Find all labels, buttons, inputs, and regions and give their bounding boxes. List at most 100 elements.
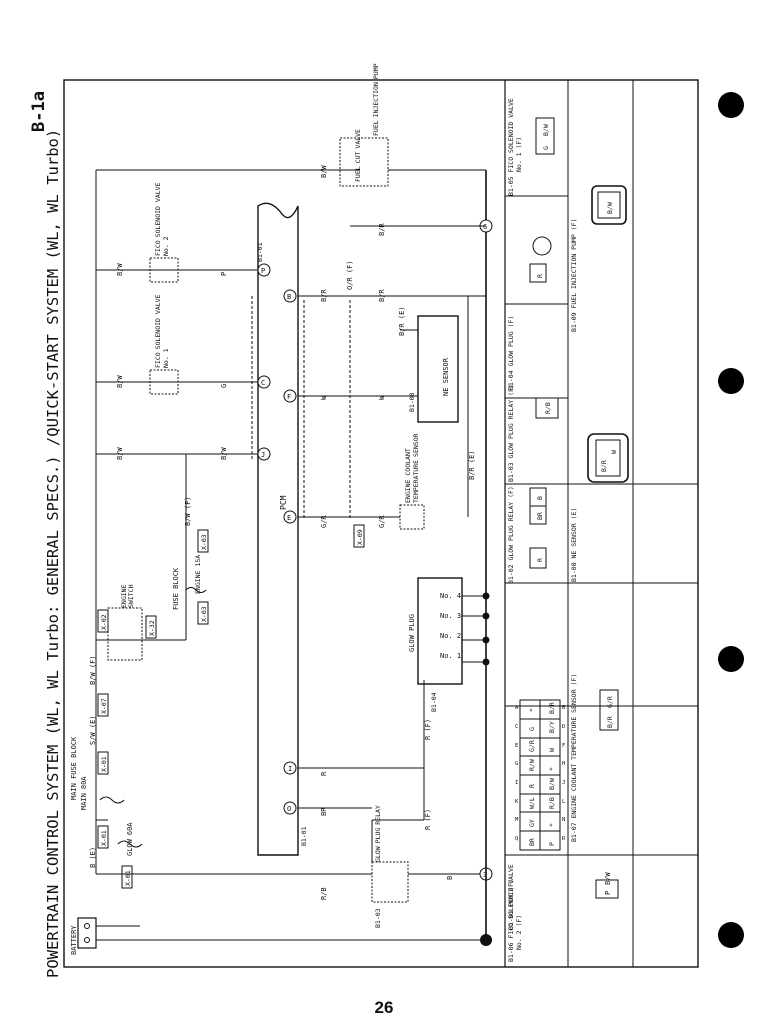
svg-text:B/Y: B/Y <box>548 721 556 733</box>
cv-b1-05-label: B1-05 FICO SOLENOID VALVE <box>507 98 515 196</box>
svg-text:R (F): R (F) <box>424 719 432 740</box>
svg-text:G/R: G/R <box>528 740 536 752</box>
fuse-block-label: FUSE BLOCK <box>172 567 180 610</box>
pcm-connector-row2: P * R/B B/W * W B/Y B/R <box>548 702 556 846</box>
svg-text:F: F <box>287 393 291 401</box>
svg-text:B/W: B/W <box>606 202 614 214</box>
ne-sensor-label: NE SENSOR <box>442 357 450 396</box>
battery-label: BATTERY <box>70 925 78 955</box>
svg-text:R: R <box>562 836 566 842</box>
svg-text:6: 6 <box>483 223 487 231</box>
svg-text:B/W: B/W <box>116 375 124 388</box>
svg-text:No. 3: No. 3 <box>440 612 461 620</box>
engine-switch-label: ENGINE <box>120 584 128 608</box>
svg-text:K: K <box>515 799 519 805</box>
svg-text:B1-03: B1-03 <box>374 908 382 928</box>
connector-x09 <box>353 524 365 548</box>
svg-text:G: G <box>528 727 536 731</box>
svg-text:F: F <box>562 743 565 749</box>
svg-text:B1-01: B1-01 <box>300 826 308 846</box>
fico-no1-solenoid <box>149 369 179 395</box>
svg-text:*: * <box>548 767 556 771</box>
svg-text:No. 2: No. 2 <box>162 236 170 256</box>
svg-text:M: M <box>515 817 519 823</box>
connector-x01-c <box>121 865 133 889</box>
svg-text:No. 2 (F): No. 2 (F) <box>515 915 523 950</box>
glow-plug-block <box>417 577 463 685</box>
svg-text:BR: BR <box>528 838 536 846</box>
svg-text:R: R <box>536 274 544 278</box>
svg-text:B/W: B/W <box>604 872 612 885</box>
svg-text:B/W: B/W <box>320 165 328 178</box>
svg-text:B/R (E): B/R (E) <box>468 450 476 480</box>
svg-text:G/R: G/R <box>320 515 328 528</box>
fico-no2-solenoid <box>149 257 179 283</box>
engine-fuse-label: ENGINE15A <box>194 555 202 594</box>
pcm-terminals: O I E J C F P B <box>257 263 297 815</box>
svg-text:Q: Q <box>515 836 518 842</box>
svg-text:B/W: B/W <box>542 124 550 136</box>
svg-text:B/R: B/R <box>606 716 614 728</box>
cv-b1-04-label: B1-04 GLOW PLUG (F) <box>507 316 515 390</box>
connector-x01-b <box>97 751 109 775</box>
svg-text:No. 4: No. 4 <box>440 592 461 600</box>
svg-text:P: P <box>548 842 556 846</box>
cv-b1-02-label: B1-02 GLOW PLUG RELAY (F) <box>507 486 515 584</box>
glow-plug-label: GLOW PLUG <box>408 614 416 652</box>
svg-text:G/R: G/R <box>378 515 386 528</box>
connector-x07 <box>97 693 109 717</box>
svg-text:No. 1: No. 1 <box>440 652 461 660</box>
connector-x32 <box>145 615 157 639</box>
svg-text:SWITCH: SWITCH <box>127 584 135 608</box>
svg-text:O: O <box>287 805 291 813</box>
pcm-box <box>257 202 299 856</box>
glow-plugs: No. 4 No. 3 No. 2 No. 1 <box>440 592 461 660</box>
svg-text:BR: BR <box>320 807 328 816</box>
svg-text:P: P <box>261 267 265 275</box>
svg-text:B: B <box>446 876 454 880</box>
binder-hole <box>718 92 744 118</box>
cv-b1-03-label: B1-03 GLOW PLUG RELAY (F) <box>507 384 515 482</box>
svg-text:G: G <box>220 384 228 388</box>
engine-switch-box <box>107 607 143 661</box>
frame-outer <box>63 79 699 968</box>
svg-text:R: R <box>536 558 544 562</box>
diagram-title: POWERTRAIN CONTROL SYSTEM (WL, WL Turbo:… <box>44 129 62 978</box>
ne-sensor-connector <box>587 433 629 483</box>
connector-x03-b <box>197 529 209 553</box>
svg-text:B/W (F): B/W (F) <box>184 496 192 526</box>
svg-text:B/R: B/R <box>378 223 386 236</box>
binder-hole <box>718 368 744 394</box>
svg-text:R/B: R/B <box>320 887 328 900</box>
fuel-cut-valve <box>339 137 389 187</box>
svg-text:L: L <box>562 799 566 805</box>
pcm-connector <box>519 699 561 851</box>
svg-text:B: B <box>287 293 291 301</box>
svg-text:B/W: B/W <box>220 447 228 460</box>
fico-no1-label: FICOSOLENOID VALVE <box>154 294 162 368</box>
svg-text:B/R: B/R <box>378 289 386 302</box>
svg-text:X-09: X-09 <box>356 529 364 545</box>
svg-text:B1-01: B1-01 <box>256 242 264 262</box>
cv-b1-06-label: B1-06 FICO SOLENOID VALVE <box>507 864 515 962</box>
connector-x02 <box>97 609 109 633</box>
svg-text:X-01: X-01 <box>124 870 132 886</box>
glow-plug-relay-box <box>371 861 409 903</box>
svg-text:X-07: X-07 <box>100 698 108 714</box>
svg-text:GY: GY <box>528 819 536 827</box>
svg-text:X-01: X-01 <box>100 756 108 772</box>
svg-text:R (F): R (F) <box>424 809 432 830</box>
svg-text:H: H <box>562 761 565 767</box>
svg-text:X-32: X-32 <box>148 620 156 636</box>
binder-hole <box>718 922 744 948</box>
svg-text:No. 1 (F): No. 1 (F) <box>515 137 523 172</box>
page-code: B-1a <box>29 91 49 132</box>
page-number: 26 <box>374 998 394 1017</box>
svg-text:*: * <box>528 708 536 712</box>
svg-text:B: B <box>536 496 544 500</box>
svg-text:B/R: B/R <box>548 702 556 714</box>
fico-no2-label: FICOSOLENOID VALVE <box>154 182 162 256</box>
svg-text:W: W <box>610 450 618 454</box>
ect-sensor-label: ENGINE COOLANT <box>404 448 412 503</box>
